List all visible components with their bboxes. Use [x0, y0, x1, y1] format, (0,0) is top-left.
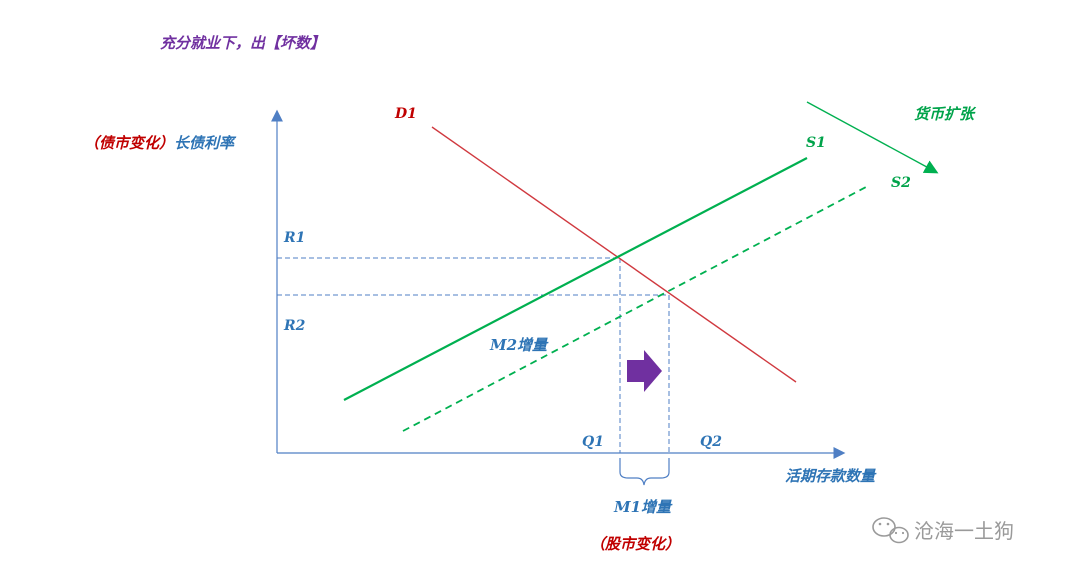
rate-r1-label: R1	[283, 230, 305, 246]
m1-increase-label: M1增量	[613, 498, 673, 516]
supply-curve-s2-label: S2	[891, 175, 911, 191]
m1-brace	[619, 458, 670, 486]
watermark: 沧海一土狗	[872, 517, 1014, 544]
wechat-icon	[872, 517, 909, 544]
m2-increase-label: M2增量	[489, 336, 549, 354]
supply-curve-s1-label: S1	[806, 135, 826, 151]
rate-r2-label: R2	[283, 318, 306, 334]
watermark-text: 沧海一土狗	[914, 519, 1014, 543]
monetary-expansion-label: 货币扩张	[914, 105, 977, 123]
demand-curve-d1	[431, 126, 797, 383]
quantity-q1-label: Q1	[582, 434, 604, 450]
demand-curve-label: D1	[394, 106, 417, 122]
x-axis-label: 活期存款数量	[785, 467, 877, 485]
y-axis-label: （债市变化）长债利率	[84, 134, 237, 152]
quantity-q2-label: Q2	[700, 434, 722, 450]
monetary-expansion-arrow	[806, 101, 939, 174]
chart-title: 充分就业下，出【坏数】	[160, 34, 325, 52]
y-axis-label-main: 长债利率	[174, 134, 237, 152]
stock-market-label: （股市变化）	[590, 535, 680, 553]
supply-curve-s1	[343, 157, 808, 401]
right-arrow-icon	[627, 350, 662, 392]
supply-curve-s2	[402, 186, 867, 432]
y-axis-label-prefix: （债市变化）	[84, 134, 174, 152]
